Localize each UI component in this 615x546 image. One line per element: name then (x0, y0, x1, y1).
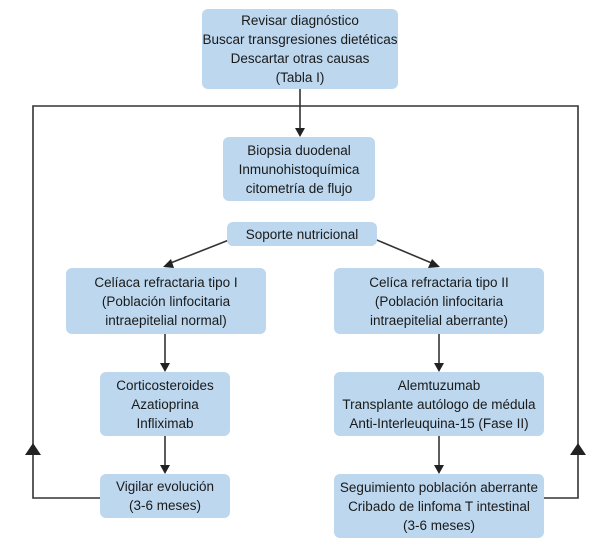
seguim-line-3: (3-6 meses) (402, 517, 475, 533)
feedback-loop-left-line (32, 105, 300, 499)
seguim-line-2: Cribado de linfoma T intestinal (348, 498, 530, 514)
refractory-type2-box: Celíca refractaria tipo II (Población li… (334, 268, 544, 334)
refractory-type1-box: Celíaca refractaria tipo I (Población li… (66, 268, 266, 334)
cortico-line-2: Azatioprina (131, 396, 199, 412)
type2-line-2: (Población linfocitaria (374, 293, 504, 309)
alem-line-3: Anti-Interleuquina-15 (Fase II) (349, 415, 529, 431)
arrowhead-to-type2 (428, 259, 440, 268)
vigilar-line-2: (3-6 meses) (128, 498, 201, 513)
biopsy-line-2: Inmunohistoquímica (238, 161, 360, 177)
arrowhead-to-type1 (163, 259, 174, 268)
support-line-1: Soporte nutricional (245, 226, 359, 242)
alem-line-1: Alemtuzumab (397, 377, 481, 393)
review-line-3: Descartar otras causas (230, 51, 370, 66)
biopsy-line-1: Biopsia duodenal (247, 142, 351, 158)
connector-support-type2 (371, 237, 435, 265)
review-line-4: (Tabla I) (275, 70, 325, 85)
type2-line-1: Celíca refractaria tipo II (369, 274, 509, 290)
arrowhead-to-vigilar (160, 465, 170, 474)
seguim-line-1: Seguimiento población aberrante (339, 479, 539, 495)
follow-up-aberrant-box: Seguimiento población aberrante Cribado … (334, 474, 544, 538)
biopsy-box: Biopsia duodenal Inmunohistoquímica cito… (223, 137, 375, 201)
type2-line-3: intraepitelial aberrante) (369, 312, 509, 328)
alem-line-2: Transplante autólogo de médula (342, 396, 536, 412)
arrowhead-to-alem (434, 363, 444, 372)
review-diagnosis-box: Revisar diagnóstico Buscar transgresione… (202, 9, 398, 89)
arrowhead-loop-left-up (25, 443, 41, 455)
arrowhead-loop-right-up (570, 443, 586, 455)
cortico-line-3: Infliximab (136, 415, 194, 431)
vigilar-line-1: Vigilar evolución (115, 479, 215, 494)
cortico-line-1: Corticosteroides (116, 377, 214, 393)
type1-line-2: (Población linfocitaria (101, 293, 231, 309)
monitor-evolution-box: Vigilar evolución (3-6 meses) (100, 474, 230, 518)
review-line-1: Revisar diagnóstico (241, 13, 359, 28)
type1-line-1: Celíaca refractaria tipo I (94, 274, 238, 290)
type1-treatment-box: Corticosteroides Azatioprina Infliximab (100, 372, 230, 436)
feedback-loop-right-line (300, 105, 579, 499)
connector-support-type1 (167, 237, 235, 265)
biopsy-line-3: citometría de flujo (245, 180, 353, 196)
review-line-2: Buscar transgresiones dietéticas (202, 32, 398, 47)
arrowhead-to-cortico (160, 363, 170, 372)
arrowhead-to-seguim (434, 465, 444, 474)
type1-line-3: intraepitelial normal) (105, 312, 227, 328)
nutritional-support-box: Soporte nutricional (227, 222, 377, 246)
arrowhead-to-biopsy (295, 128, 305, 137)
type2-treatment-box: Alemtuzumab Transplante autólogo de médu… (334, 372, 544, 436)
